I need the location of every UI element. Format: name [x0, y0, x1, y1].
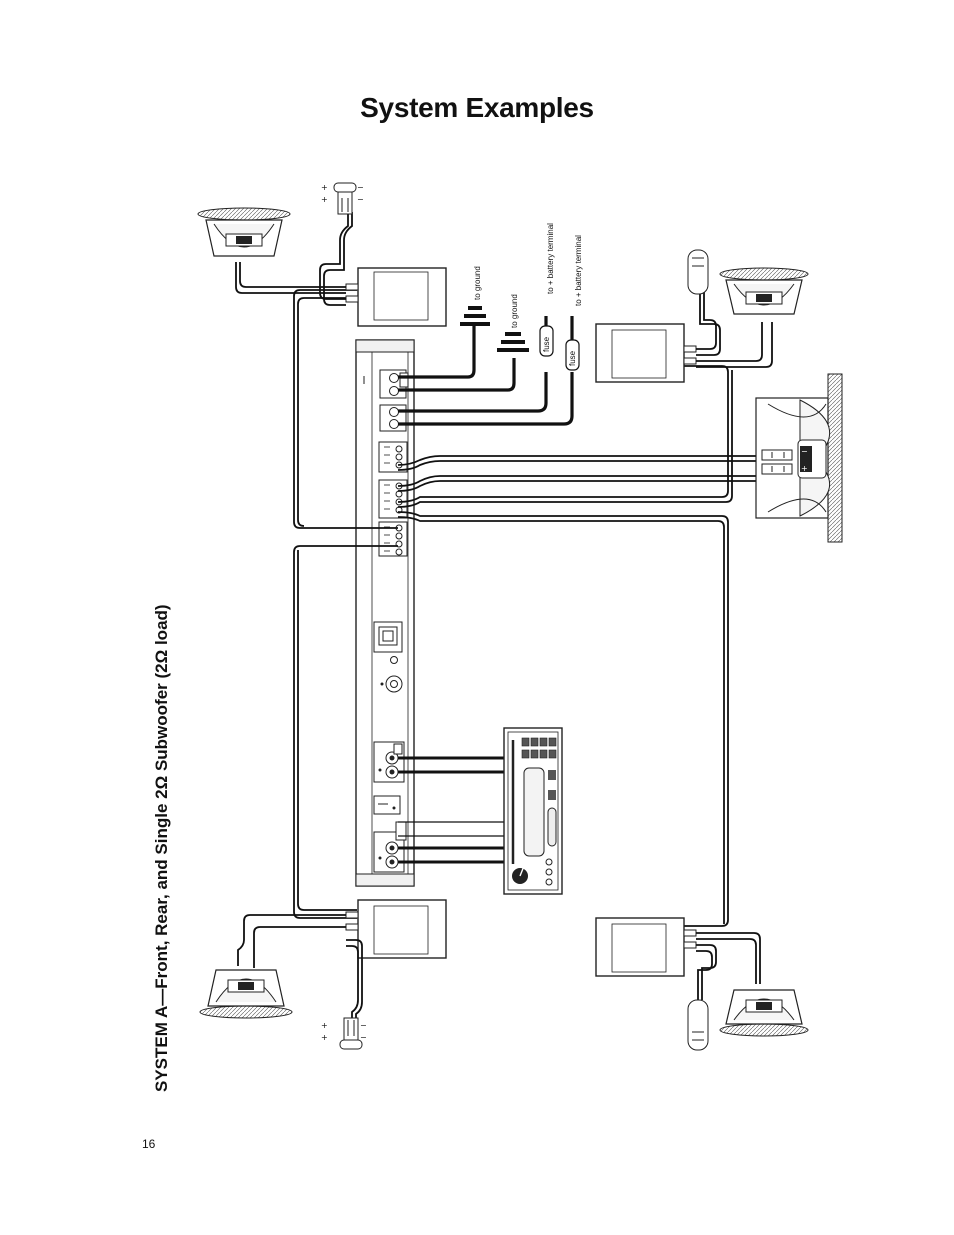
svg-text:fuse: fuse	[568, 350, 577, 366]
ground-label: to ground	[473, 266, 482, 300]
svg-text:+: +	[321, 195, 328, 204]
svg-text:−: −	[801, 447, 808, 456]
battery-label: to + battery terminal	[574, 235, 583, 306]
speaker-wiring	[293, 289, 762, 927]
tweeter: + + − −	[321, 182, 364, 215]
svg-text:+: +	[321, 1021, 328, 1030]
ground-symbol	[497, 332, 529, 352]
page-number: 16	[142, 1137, 156, 1151]
coaxial-speaker	[197, 207, 291, 257]
tweeter	[687, 999, 709, 1051]
svg-text:+: +	[801, 464, 808, 473]
svg-text:fuse: fuse	[542, 336, 551, 352]
crossover	[345, 899, 447, 959]
crossover	[345, 267, 447, 327]
coaxial-speaker	[719, 267, 809, 315]
battery-label: to + battery terminal	[546, 223, 555, 294]
ground-symbol	[460, 306, 490, 326]
crossover-wiring	[235, 212, 773, 1020]
power-wiring	[398, 316, 574, 426]
svg-text:−: −	[357, 195, 364, 204]
tweeter	[687, 249, 709, 295]
fuse: fuse	[565, 339, 580, 371]
amplifier	[355, 339, 415, 887]
coaxial-speaker	[199, 969, 293, 1019]
svg-text:+: +	[321, 1033, 328, 1042]
svg-text:−: −	[357, 183, 364, 192]
svg-text:−: −	[360, 1033, 367, 1042]
rca-cables	[398, 756, 504, 864]
ground-label: to ground	[510, 294, 519, 328]
coaxial-speaker	[719, 989, 809, 1037]
fuse: fuse	[539, 325, 554, 357]
subwoofer: + −	[755, 373, 843, 543]
crossover	[595, 917, 697, 977]
svg-text:−: −	[360, 1021, 367, 1030]
tweeter: + + − −	[321, 1017, 367, 1050]
page-title: System Examples	[360, 92, 594, 123]
svg-text:+: +	[321, 183, 328, 192]
crossover	[595, 323, 697, 383]
head-unit	[503, 727, 563, 895]
